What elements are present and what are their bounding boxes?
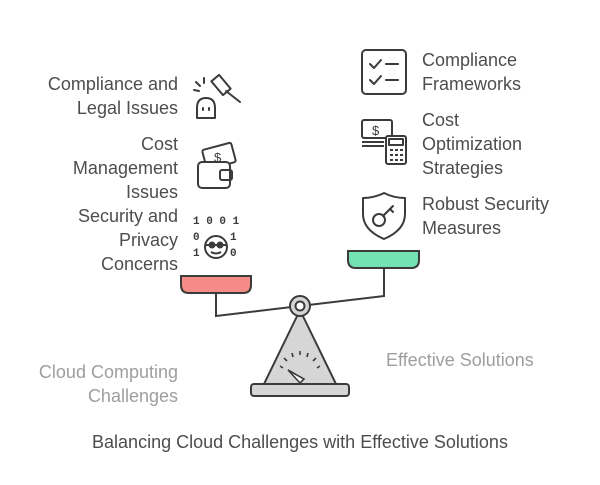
label-line: Legal Issues	[76, 98, 178, 118]
label-line: Management	[72, 158, 178, 178]
label-line: Concerns	[100, 254, 178, 274]
shield-key-icon	[362, 192, 406, 240]
scale-base	[250, 383, 350, 397]
label-line: Effective Solutions	[386, 350, 534, 370]
left-pan	[180, 275, 252, 294]
label-line: Security and	[77, 206, 178, 226]
gauge-icon	[279, 351, 321, 385]
right-item-cost-optimization: Cost Optimization Strategies	[422, 108, 522, 180]
label-line: Robust Security	[422, 194, 550, 214]
wallet-money-icon: $	[197, 141, 237, 189]
svg-text:1 0 0 1: 1 0 0 1	[193, 216, 240, 228]
svg-text:1: 1	[230, 232, 237, 244]
label-line: Issues	[125, 182, 178, 202]
left-item-compliance-legal: Compliance and Legal Issues	[48, 72, 178, 120]
right-pan-label: Effective Solutions	[386, 348, 534, 372]
left-item-security-privacy: Security and Privacy Concerns	[78, 204, 178, 276]
label-line: Cost	[140, 134, 178, 154]
checklist-icon	[361, 49, 407, 95]
label-line: Frameworks	[422, 74, 522, 94]
label-line: Cloud Computing	[38, 362, 178, 382]
svg-text:$: $	[214, 150, 222, 165]
right-item-compliance-frameworks: Compliance Frameworks	[422, 48, 521, 96]
left-item-cost-management: Cost Management Issues	[73, 132, 178, 204]
left-pan-label: Cloud Computing Challenges	[39, 360, 178, 408]
gavel-person-icon	[193, 73, 241, 119]
scale-stand	[263, 309, 337, 385]
right-pan	[347, 250, 420, 269]
label-line: Strategies	[422, 158, 504, 178]
label-line: Measures	[422, 218, 502, 238]
label-line: Optimization	[422, 134, 523, 154]
svg-text:0: 0	[230, 248, 237, 260]
svg-text:0: 0	[193, 232, 200, 244]
money-calculator-icon: $	[361, 119, 407, 165]
hacker-binary-icon: 1 0 0 1 0 1 1 0	[193, 216, 240, 260]
label-line: Compliance	[422, 50, 518, 70]
label-line: Cost	[422, 110, 460, 130]
label-line: Privacy	[118, 230, 178, 250]
right-item-robust-security: Robust Security Measures	[422, 192, 549, 240]
label-line: Compliance and	[47, 74, 178, 94]
svg-text:$: $	[372, 123, 380, 138]
svg-text:1: 1	[193, 248, 200, 260]
diagram-caption: Balancing Cloud Challenges with Effectiv…	[92, 432, 508, 452]
label-line: Challenges	[87, 386, 178, 406]
